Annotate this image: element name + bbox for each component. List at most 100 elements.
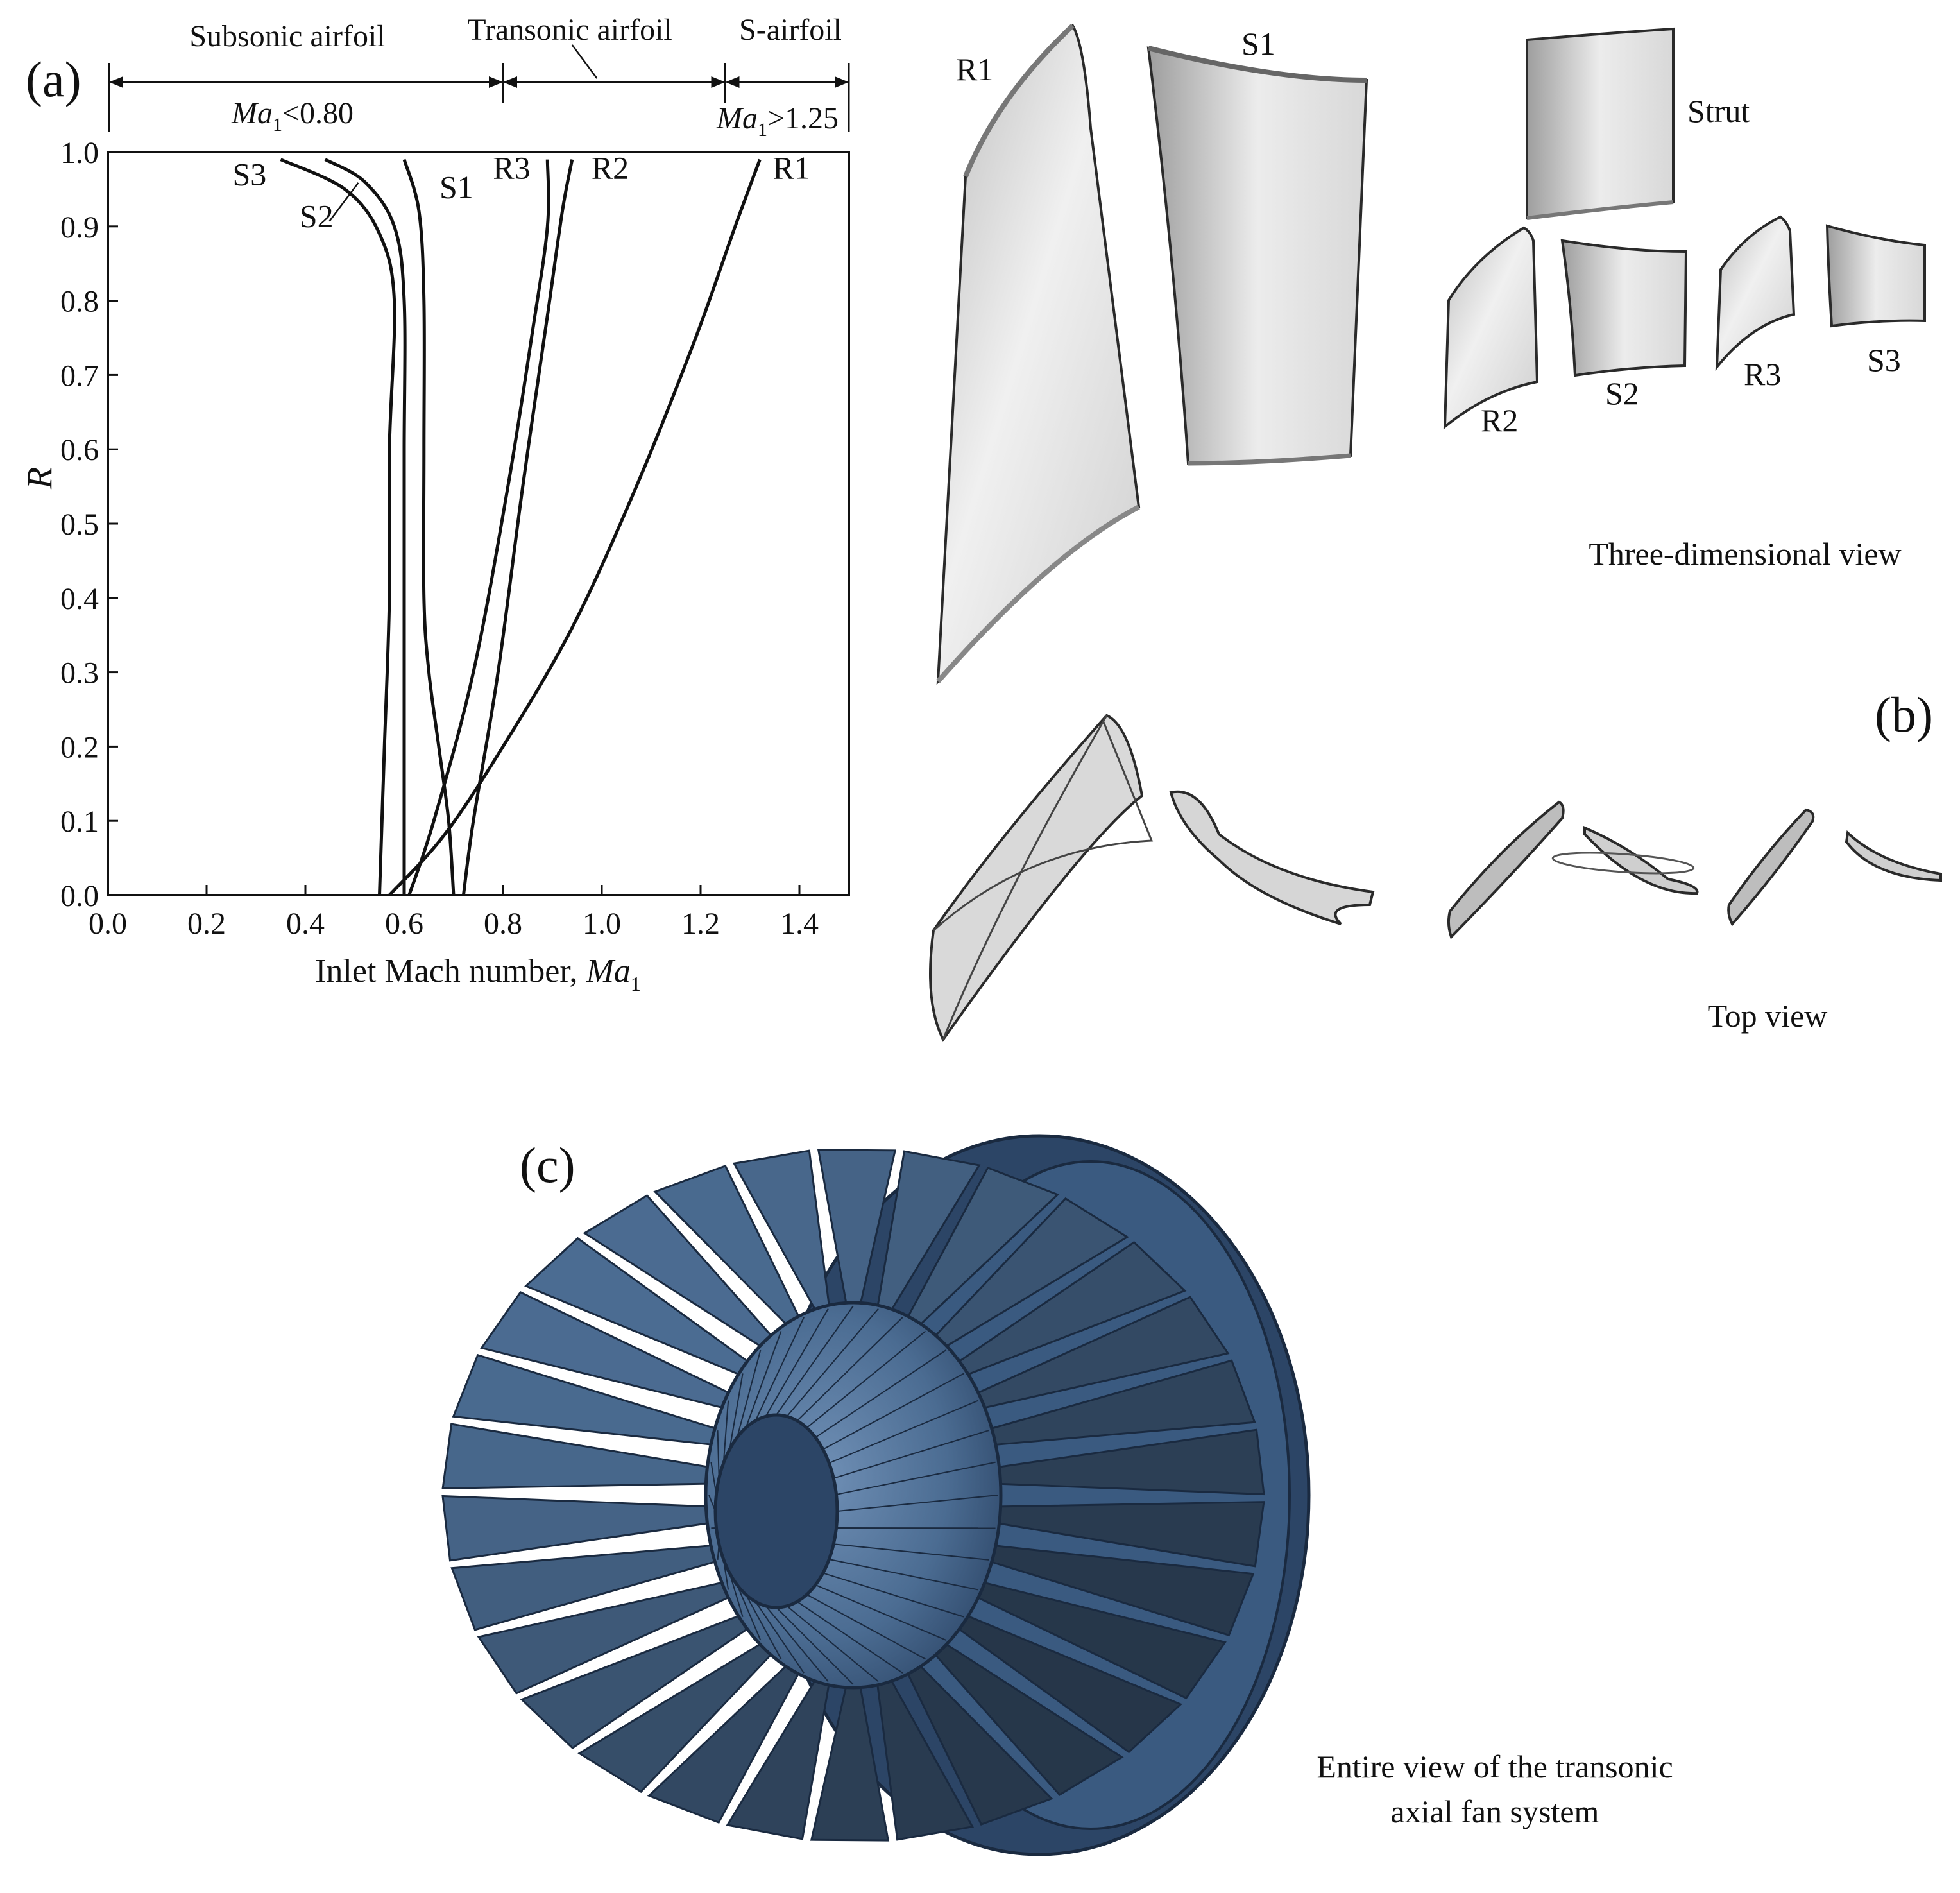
y-tick-label: 0.3 [60, 656, 99, 690]
x-tick-label: 0.4 [286, 907, 325, 941]
x-tick-label: 0.6 [385, 907, 423, 941]
series-line-s3 [280, 158, 396, 896]
hub-panel-line [722, 1400, 729, 1464]
blade-views: (b) R1 S1 Strut R2 S2 [929, 23, 1942, 1042]
s-airfoil-range-arrow-left-head [725, 76, 740, 88]
subsonic-range-arrow-right-head [489, 76, 503, 88]
series-line-s1 [402, 158, 456, 896]
panel-label-c: (c) [520, 1137, 575, 1193]
hub-panel-line [837, 1495, 998, 1512]
r2-blade-top [1447, 800, 1565, 939]
hub-panel-line [833, 1430, 989, 1479]
transonic-region-label: Transonic airfoil [467, 13, 672, 47]
hub-panel-line [833, 1543, 989, 1561]
panel-label-a: (a) [26, 51, 81, 107]
hub-panel-line [822, 1572, 964, 1618]
x-tick-label: 1.2 [681, 907, 720, 941]
y-axis-label: R [20, 467, 60, 490]
s3-blade-top [1845, 830, 1942, 882]
r2-blade-3d [1443, 226, 1539, 430]
series-line-r1 [388, 158, 762, 896]
s-airfoil-range-arrow-right-head [835, 76, 849, 88]
series-line-s2 [324, 158, 407, 895]
hub-panel-line [745, 1331, 782, 1428]
hub-panel-line [786, 1605, 879, 1683]
hub-panel-line [829, 1559, 979, 1591]
hub-panel-line [836, 1461, 996, 1495]
hub-panel-line [806, 1594, 926, 1660]
s2-blade-top [1551, 825, 1699, 895]
s-airfoil-region-label: S-airfoil [739, 13, 842, 47]
x-axis-label: Inlet Mach number, Ma1 [315, 953, 641, 995]
hub-panel-line [822, 1373, 964, 1450]
transonic-leader-line [571, 44, 598, 79]
hub-panel-line [776, 1607, 854, 1685]
hub-panel-line [708, 1495, 716, 1512]
y-tick-label: 0.5 [60, 508, 99, 542]
low-mach-threshold-label: Ma1<0.80 [231, 96, 354, 135]
hub-panel-line [729, 1373, 744, 1450]
hub-panel-line [722, 1559, 729, 1590]
y-tick-label: 0.1 [60, 805, 99, 839]
hub-panel-line [776, 1305, 854, 1416]
y-axis-ticks: 0.00.10.20.30.40.50.60.70.80.91.0 [60, 136, 118, 913]
hub-panel-line [745, 1594, 782, 1659]
y-tick-label: 0.6 [60, 433, 99, 467]
top-view-caption: Top view [1708, 998, 1828, 1034]
x-tick-label: 0.2 [187, 907, 226, 941]
series-label-r1: R1 [772, 150, 810, 186]
hub-panel-line [754, 1601, 805, 1674]
s2-label-3d: S2 [1605, 375, 1639, 411]
series-label-r2: R2 [592, 150, 629, 186]
hub-panel-line [736, 1349, 762, 1438]
high-mach-threshold-label: Ma1>1.25 [716, 101, 839, 141]
hub-panel-line [710, 1462, 717, 1495]
strut-label: Strut [1687, 93, 1750, 129]
transonic-range-arrow-right-head [711, 76, 726, 88]
three-dimensional-view-caption: Three-dimensional view [1589, 536, 1901, 572]
r3-blade-top [1727, 808, 1815, 927]
r3-blade-3d [1715, 215, 1796, 371]
series-label-s3: S3 [233, 157, 267, 193]
x-axis-ticks: 0.0 0.2 0.4 0.6 0.8 1.0 1.2 1.4 [89, 885, 819, 941]
hub-panel-line [815, 1349, 947, 1438]
hub-panel-line [754, 1317, 805, 1421]
fan-assembly-view: (c) Entire view of the transonic axial f… [441, 1134, 1673, 1856]
x-tick-label: 1.4 [780, 907, 819, 941]
r2-label-3d: R2 [1481, 402, 1518, 438]
series-line-r3 [407, 159, 550, 896]
hub-panel-line [737, 1584, 762, 1641]
mach-number-chart: (a) Subsonic airfoil Transonic airfoil S… [20, 13, 850, 995]
region-arrows [108, 44, 850, 132]
hub-panel-line [815, 1584, 947, 1641]
series-line-r2 [461, 159, 574, 896]
y-tick-label: 0.7 [60, 359, 99, 393]
spinner-opening [713, 1413, 839, 1609]
s1-blade-3d [1146, 46, 1368, 466]
s1-blade-top [1169, 790, 1375, 925]
series-label-r3: R3 [493, 150, 530, 186]
x-tick-label: 1.0 [583, 907, 621, 941]
y-tick-label: 1.0 [60, 136, 99, 170]
hub-panel-line [765, 1606, 829, 1683]
y-tick-label: 0.9 [60, 210, 99, 244]
r1-label-3d: R1 [956, 51, 993, 87]
y-tick-label: 0.8 [60, 285, 99, 319]
x-tick-label: 0.0 [89, 907, 127, 941]
hub-panel-line [765, 1308, 829, 1417]
subsonic-range-arrow-left-head [109, 76, 123, 88]
hub-panel-line [828, 1400, 979, 1464]
transonic-range-arrow-left-head [503, 76, 517, 88]
hub-panel-line [786, 1308, 879, 1417]
s3-label-3d: S3 [1867, 342, 1901, 378]
s3-blade-3d [1825, 224, 1926, 328]
hub-panel-line [796, 1317, 903, 1421]
hub-panel-line [717, 1430, 720, 1478]
hub-panel-line [729, 1573, 744, 1617]
series-label-s2: S2 [300, 198, 334, 234]
s2-blade-3d [1560, 239, 1688, 377]
x-tick-label: 0.8 [484, 907, 522, 941]
s2-leader-line [328, 182, 359, 222]
